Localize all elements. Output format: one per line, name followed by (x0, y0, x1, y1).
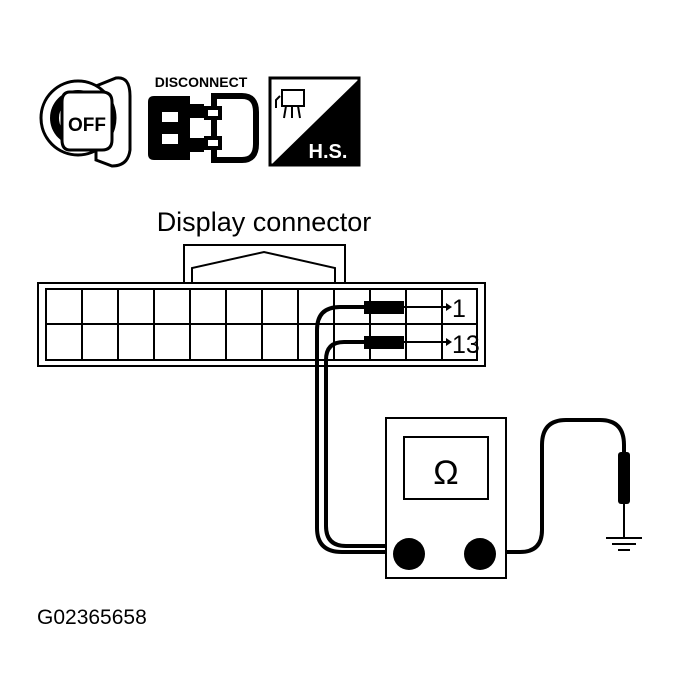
connector-title: Display connector (157, 207, 372, 237)
ignition-off-label: OFF (68, 115, 106, 136)
ground-icon (606, 528, 642, 551)
test-lead-13 (324, 340, 386, 548)
ohmmeter: Ω (385, 417, 507, 579)
figure-id: G02365658 (37, 606, 147, 629)
disconnect-label: DISCONNECT (155, 74, 248, 90)
connector-cavity-lines (81, 289, 443, 360)
harness-side-icon: H.S. (268, 76, 361, 167)
meter-terminal-left (393, 538, 425, 570)
probe-pin-1 (364, 301, 452, 314)
ohm-symbol: Ω (433, 454, 458, 492)
disconnect-icon: DISCONNECT (148, 74, 259, 163)
display-connector (37, 244, 486, 367)
test-lead-1 (315, 305, 386, 554)
meter-terminal-right (464, 538, 496, 570)
ground-probe (618, 452, 630, 530)
hs-label: H.S. (309, 141, 348, 163)
ignition-off-icon: OFF (39, 76, 132, 168)
ground-lead (480, 418, 626, 554)
pin-label-1: 1 (452, 295, 466, 323)
probe-pin-13 (364, 336, 452, 349)
ohmmeter-display (403, 436, 489, 500)
pin-label-13: 13 (452, 331, 480, 359)
